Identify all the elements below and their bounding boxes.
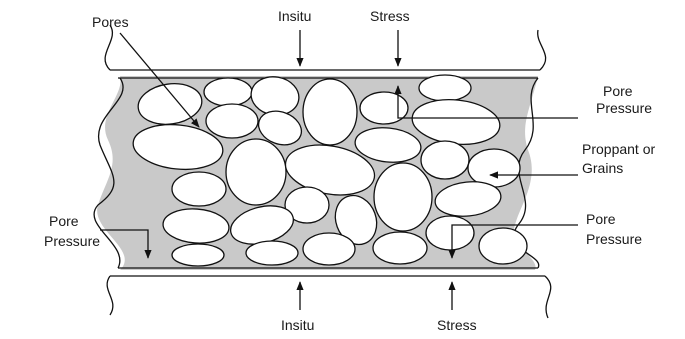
stress-bottom-label: Stress (437, 317, 477, 334)
pressure-text: Pressure (586, 231, 642, 248)
grain (421, 141, 469, 179)
grain (360, 92, 408, 124)
stress-top-label: Stress (370, 8, 410, 25)
pore-text: Pore (596, 83, 652, 100)
pore-text: Pore (44, 213, 100, 230)
grain (172, 172, 226, 206)
grain (303, 233, 355, 265)
grain (206, 104, 258, 138)
insitu-bottom-label: Insitu (281, 317, 314, 334)
proppant-text: Proppant or (582, 141, 655, 158)
pores-label: Pores (92, 14, 129, 31)
grain (373, 232, 427, 264)
grain (226, 139, 286, 205)
pore-pressure-lower-right-label: Pore Pressure (586, 211, 642, 248)
pressure-text: Pressure (44, 233, 100, 250)
pore-pressure-upper-right-label: Pore Pressure (596, 83, 652, 117)
pressure-text: Pressure (596, 100, 652, 117)
grain (204, 78, 252, 106)
pore-text: Pore (586, 211, 642, 228)
grain (419, 75, 471, 101)
grain (479, 228, 527, 264)
upper-fracture-wall (105, 25, 546, 78)
grain (426, 216, 474, 250)
grain (246, 241, 298, 265)
grain (172, 244, 224, 266)
proppant-label: Proppant or Grains (582, 141, 655, 177)
grain (374, 163, 432, 231)
grains-text: Grains (582, 160, 655, 177)
proppant-grains (131, 73, 527, 266)
grain (303, 79, 357, 145)
pore-pressure-left-label: Pore Pressure (44, 213, 100, 250)
lower-fracture-wall (107, 268, 551, 318)
insitu-top-label: Insitu (278, 8, 311, 25)
